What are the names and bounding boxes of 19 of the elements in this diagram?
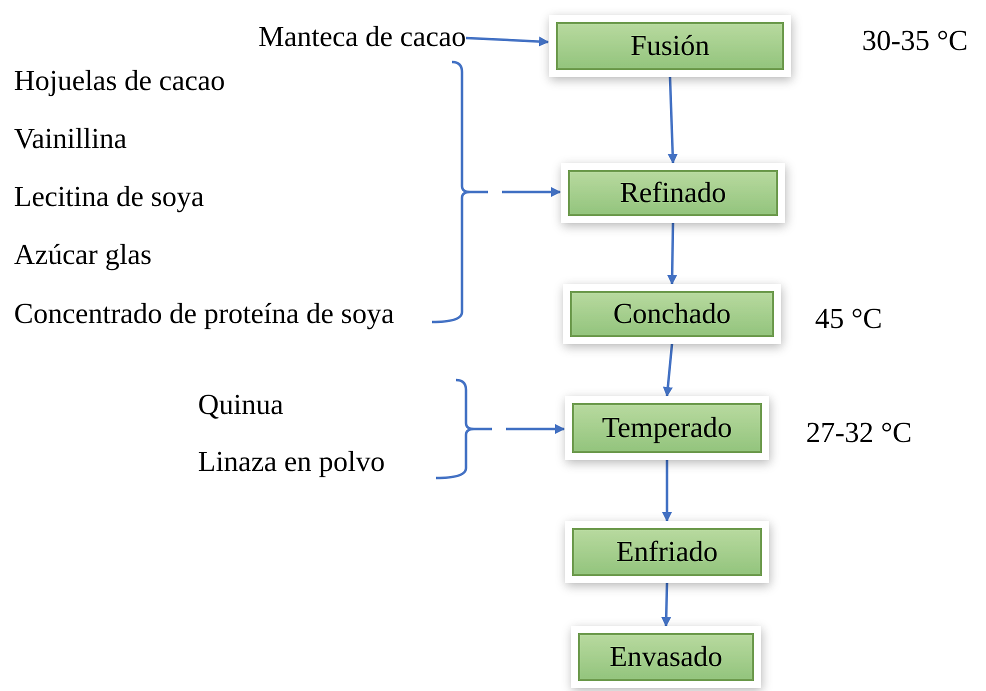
temperature-label: 27-32 °C — [806, 418, 912, 450]
arrow — [661, 582, 672, 627]
temperature-label: 45 °C — [815, 304, 882, 336]
ingredient-label: Linaza en polvo — [198, 447, 385, 479]
temperature-label: 30-35 °C — [862, 26, 968, 58]
arrow — [667, 222, 678, 285]
ingredient-label: Concentrado de proteína de soya — [14, 299, 394, 331]
arrow — [470, 187, 561, 197]
ingredient-label: Quinua — [198, 390, 284, 422]
arrow — [662, 460, 672, 522]
arrow — [474, 424, 565, 434]
arrow — [466, 36, 549, 46]
ingredient-label: Azúcar glas — [14, 240, 152, 272]
arrow — [662, 344, 674, 397]
ingredient-label: Manteca de cacao — [258, 22, 466, 54]
arrow — [668, 76, 678, 164]
ingredient-label: Hojuelas de cacao — [14, 66, 225, 98]
ingredient-label: Vainillina — [14, 124, 127, 156]
ingredient-label: Lecitina de soya — [14, 182, 204, 214]
